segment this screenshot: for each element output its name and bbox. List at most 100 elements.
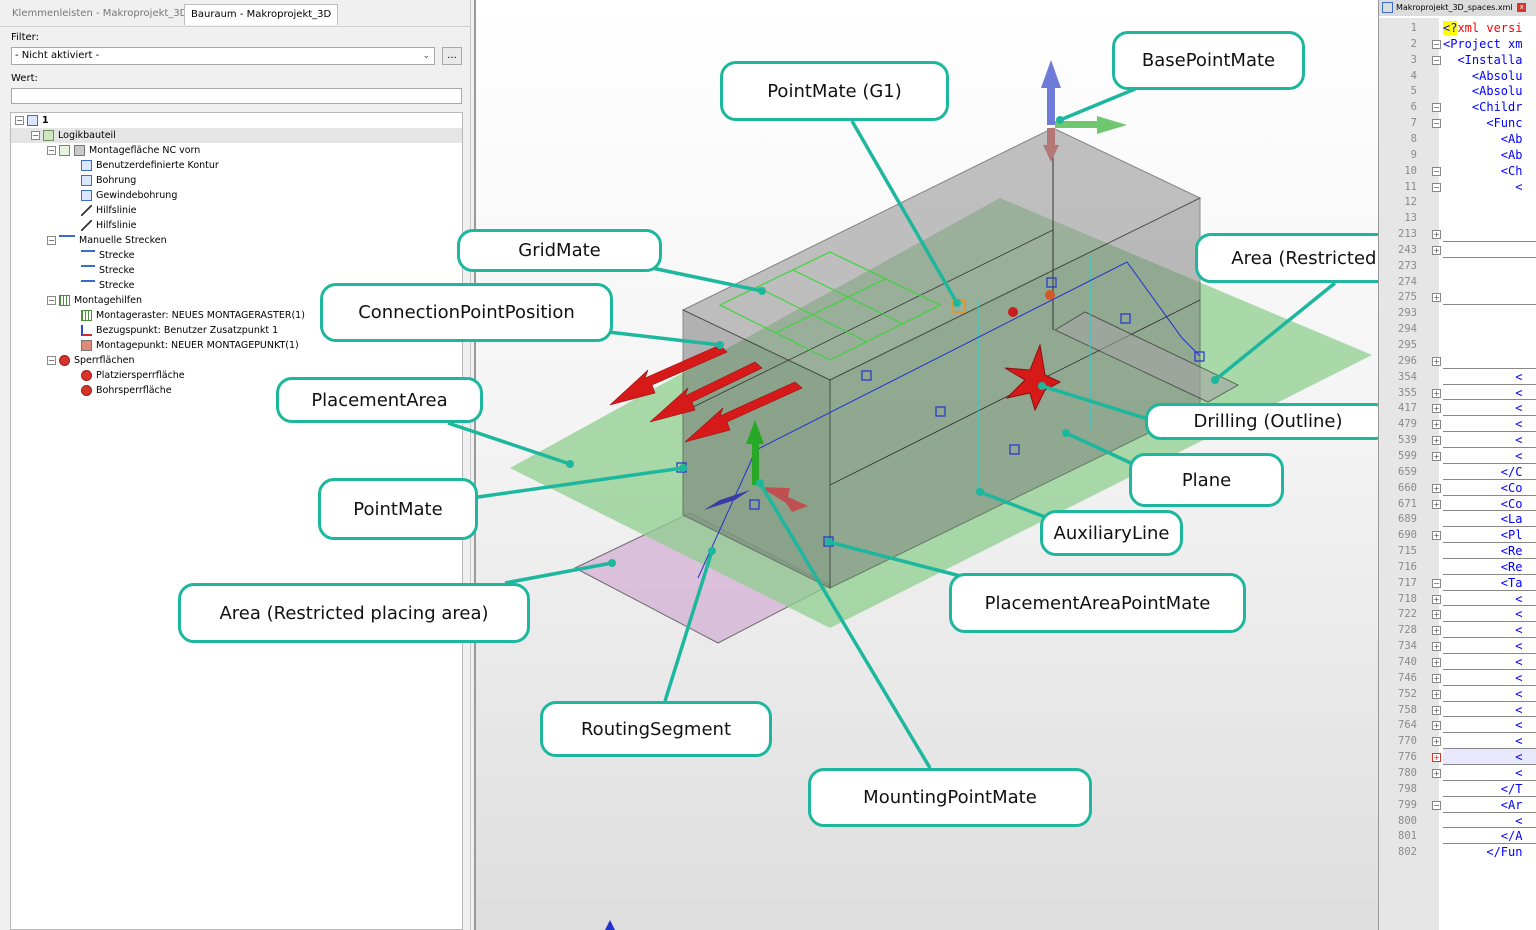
code-line[interactable]: < [1443, 591, 1523, 606]
code-line[interactable]: <Installa [1443, 52, 1523, 67]
code-line[interactable]: < [1443, 655, 1523, 669]
tree-node-montageflaeche[interactable]: −Montagefläche NC vorn [47, 143, 200, 158]
fold-toggle-icon[interactable]: + [1432, 356, 1441, 366]
fold-toggle-icon[interactable]: − [1432, 578, 1441, 588]
routing-segment[interactable] [697, 261, 1201, 579]
collapse-icon[interactable]: − [15, 116, 24, 125]
code-line[interactable]: <Re [1443, 544, 1523, 559]
tree-node-manuelle-strecken[interactable]: −Manuelle Strecken [47, 233, 167, 248]
fold-toggle-icon[interactable]: + [1432, 230, 1441, 240]
restricted-drilling-area[interactable] [1053, 311, 1240, 403]
code-line[interactable]: <Ch [1443, 163, 1523, 178]
grid-mate[interactable] [718, 251, 942, 361]
tree-node-logikbauteil[interactable]: −Logikbauteil [11, 128, 462, 143]
fold-toggle-icon[interactable]: − [1432, 119, 1441, 129]
code-line[interactable]: <Co [1443, 496, 1523, 511]
code-line[interactable]: < [1443, 401, 1523, 416]
fold-toggle-icon[interactable]: − [1432, 182, 1441, 192]
code-line[interactable]: < [1443, 369, 1523, 384]
code-line[interactable]: < [1443, 765, 1523, 780]
fold-toggle-icon[interactable]: + [1432, 404, 1441, 414]
code-line[interactable]: </T [1443, 781, 1523, 796]
fold-toggle-icon[interactable]: + [1432, 768, 1441, 778]
close-icon[interactable]: x [1517, 3, 1527, 12]
code-line[interactable]: <Project xm [1443, 36, 1523, 51]
collapse-icon[interactable]: − [47, 356, 56, 365]
collapse-icon[interactable]: − [31, 131, 40, 140]
code-line[interactable]: <Pl [1443, 528, 1523, 543]
fold-toggle-icon[interactable]: + [1432, 388, 1441, 398]
code-line[interactable]: <La [1443, 512, 1523, 527]
tree-node-gewindebohrung[interactable]: Gewindebohrung [81, 188, 177, 203]
tree-node-kontur[interactable]: Benutzerdefinierte Kontur [81, 158, 219, 173]
code-line[interactable]: <Func [1443, 116, 1523, 131]
code-line[interactable]: < [1443, 607, 1523, 622]
drilling-outline-star[interactable] [1004, 343, 1062, 412]
tree-node-hilfslinie-2[interactable]: Hilfslinie [81, 218, 137, 233]
code-line[interactable]: < [1443, 813, 1523, 828]
code-line[interactable]: <Ab [1443, 147, 1523, 162]
tree-node-montagehilfen[interactable]: −Montagehilfen [47, 293, 142, 308]
fold-toggle-icon[interactable]: + [1432, 483, 1441, 493]
fold-toggle-icon[interactable]: + [1432, 753, 1441, 763]
code-line[interactable]: </A [1443, 829, 1523, 844]
code-line[interactable]: <Ta [1443, 575, 1523, 590]
code-line[interactable]: <Absolu [1443, 68, 1523, 83]
code-line[interactable]: < [1443, 417, 1523, 432]
point-mate-axes[interactable] [704, 420, 808, 512]
code-line[interactable]: <?xml versi [1443, 20, 1522, 36]
code-line[interactable]: <Absolu [1443, 84, 1523, 99]
tree-node-platziersperrflaeche[interactable]: Platziersperrfläche [81, 368, 185, 383]
code-line[interactable]: < [1443, 734, 1523, 749]
value-input[interactable] [11, 88, 462, 104]
fold-toggle-icon[interactable]: + [1432, 721, 1441, 731]
code-line[interactable]: < [1443, 623, 1523, 638]
code-line[interactable]: < [1443, 670, 1523, 685]
checkbox-icon[interactable] [59, 145, 70, 156]
code-line[interactable]: </C [1443, 464, 1523, 479]
base-point-axes[interactable] [1041, 60, 1127, 162]
fold-toggle-icon[interactable]: + [1432, 737, 1441, 747]
tree-node-montageraster[interactable]: Montageraster: NEUES MONTAGERASTER(1) [81, 308, 305, 323]
fold-toggle-icon[interactable]: − [1432, 55, 1441, 65]
xml-editor-panel[interactable]: Makroprojekt_3D_spaces.xml x 1<?xml vers… [1378, 0, 1536, 930]
fold-toggle-icon[interactable]: − [1432, 103, 1441, 113]
code-line[interactable]: <Ab [1443, 131, 1523, 146]
fold-toggle-icon[interactable]: + [1432, 499, 1441, 509]
fold-toggle-icon[interactable]: + [1432, 245, 1441, 255]
filter-select[interactable]: - Nicht aktiviert - ⌄ [11, 47, 435, 65]
fold-toggle-icon[interactable]: − [1432, 166, 1441, 176]
code-line[interactable]: < [1443, 639, 1523, 654]
mounting-point-marker[interactable] [1008, 307, 1018, 317]
tree-node-strecke-1[interactable]: Strecke [81, 248, 135, 263]
collapse-icon[interactable]: − [47, 146, 56, 155]
tree-node-montagepunkt[interactable]: Montagepunkt: NEUER MONTAGEPUNKT(1) [81, 338, 299, 353]
tree-node-sperrflaechen[interactable]: −Sperrflächen [47, 353, 134, 368]
fold-toggle-icon[interactable]: + [1432, 451, 1441, 461]
tab-bauraum[interactable]: Bauraum - Makroprojekt_3D [184, 4, 339, 25]
connection-point-arrows[interactable] [609, 344, 803, 443]
tree-node-bezugspunkt[interactable]: Bezugspunkt: Benutzer Zusatzpunkt 1 [81, 323, 278, 338]
fold-toggle-icon[interactable]: + [1432, 594, 1441, 604]
mounting-point-marker[interactable] [1045, 290, 1055, 300]
code-line[interactable]: < [1443, 702, 1523, 717]
tree-node-root[interactable]: −1 [15, 113, 49, 128]
code-line[interactable]: < [1443, 433, 1523, 448]
tree-node-strecke-2[interactable]: Strecke [81, 263, 135, 278]
code-line[interactable]: < [1443, 750, 1523, 765]
tree-node-hilfslinie-1[interactable]: Hilfslinie [81, 203, 137, 218]
fold-toggle-icon[interactable]: + [1432, 531, 1441, 541]
collapse-icon[interactable]: − [47, 236, 56, 245]
fold-toggle-icon[interactable]: − [1432, 800, 1441, 810]
code-line[interactable]: < [1443, 718, 1523, 733]
xml-file-tab[interactable]: Makroprojekt_3D_spaces.xml x [1379, 0, 1536, 16]
fold-toggle-icon[interactable]: + [1432, 642, 1441, 652]
fold-toggle-icon[interactable]: + [1432, 420, 1441, 430]
tree-node-bohrsperrflaeche[interactable]: Bohrsperrfläche [81, 383, 172, 398]
code-line[interactable]: <Childr [1443, 100, 1523, 115]
code-line[interactable]: <Co [1443, 480, 1523, 495]
fold-toggle-icon[interactable]: + [1432, 658, 1441, 667]
code-line[interactable]: < [1443, 385, 1523, 400]
fold-toggle-icon[interactable]: + [1432, 673, 1441, 683]
